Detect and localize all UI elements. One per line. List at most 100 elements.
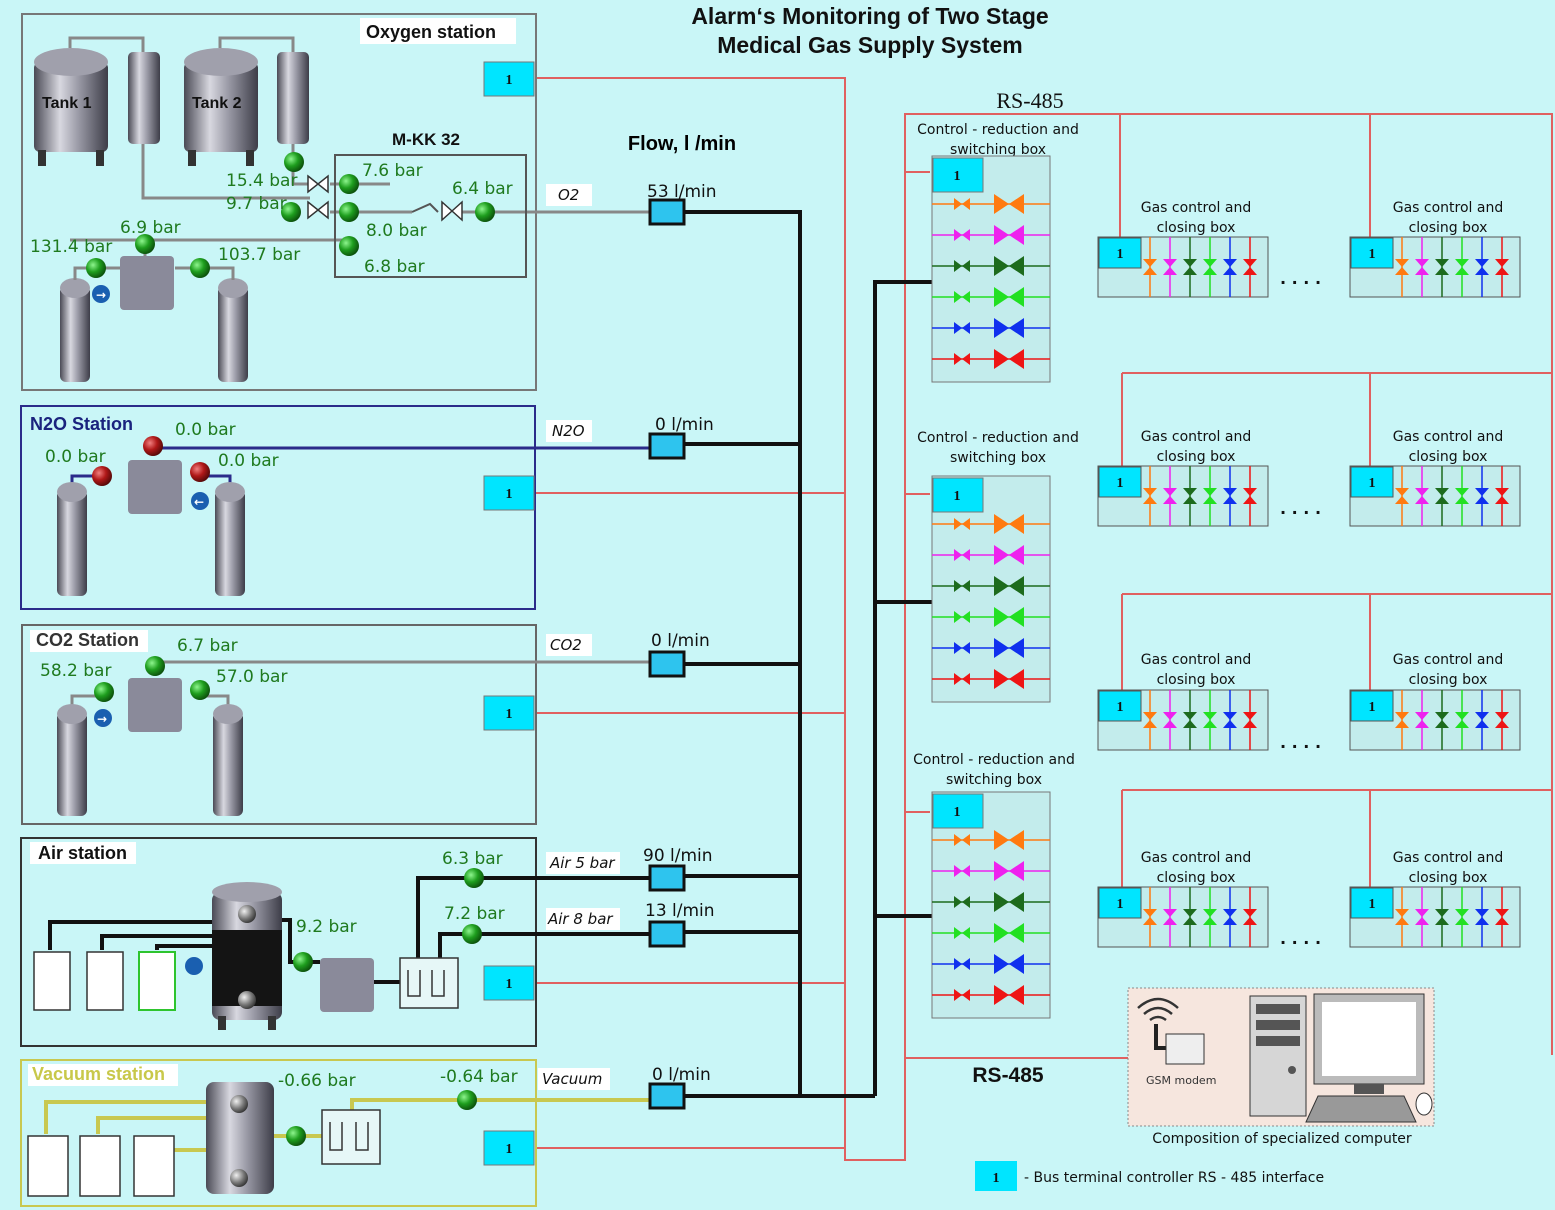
- co2-reading-top: 6.7 bar: [177, 636, 238, 656]
- co2-reading-right: 57.0 bar: [216, 667, 287, 687]
- valve-icon: [1223, 259, 1237, 275]
- regulator-icon: [320, 958, 374, 1012]
- gas-box-terminal[interactable]: [1350, 466, 1394, 498]
- tank-1: Tank 1: [34, 48, 108, 166]
- terminal-n2o[interactable]: [483, 475, 535, 511]
- valve-icon: [1455, 909, 1469, 925]
- gas-box-terminal[interactable]: [1350, 690, 1394, 722]
- svg-text:→: →: [97, 712, 107, 726]
- tank-2: Tank 2: [184, 48, 258, 166]
- gas-box-title-1: Gas control and: [1393, 429, 1504, 445]
- ellipsis: . . . .: [1280, 269, 1321, 288]
- terminal-label: 1: [1117, 247, 1124, 262]
- terminal-vacuum[interactable]: [483, 1130, 535, 1166]
- vacuum-reading-right: -0.64 bar: [440, 1067, 518, 1087]
- crs-box-frame: [931, 155, 1051, 383]
- crs-terminal[interactable]: [932, 793, 984, 829]
- wifi-icon: [1137, 997, 1179, 1022]
- valve-icon: [1475, 488, 1489, 504]
- gauge-icon: [284, 152, 304, 172]
- terminal-label: 1: [506, 977, 513, 992]
- reading-6-9: 6.9 bar: [120, 218, 181, 238]
- crs-terminal[interactable]: [932, 477, 984, 513]
- valve-icon: [1435, 488, 1449, 504]
- terminal-oxygen[interactable]: [483, 61, 535, 97]
- valve-icon: [1243, 259, 1257, 275]
- gas-box-terminal[interactable]: [1098, 887, 1142, 919]
- gas-box-terminal[interactable]: [1098, 466, 1142, 498]
- terminal-label: 1: [1117, 476, 1124, 491]
- vaporizer-1-icon: [128, 52, 160, 144]
- gas-box-terminal[interactable]: [1350, 887, 1394, 919]
- terminal-label: 1: [1117, 700, 1124, 715]
- gauge-icon: [475, 202, 495, 222]
- valve-icon: [307, 174, 329, 194]
- terminal-air[interactable]: [483, 965, 535, 1001]
- valve-icon: [1495, 259, 1509, 275]
- filter-icon: [321, 1109, 381, 1165]
- terminal-label: 1: [954, 805, 961, 820]
- gas-box-terminal[interactable]: [1098, 690, 1142, 722]
- gauge-icon: [339, 202, 359, 222]
- crs-terminal[interactable]: [932, 157, 984, 193]
- gauge-icon: [94, 682, 114, 702]
- air-reading-7-2: 7.2 bar: [444, 904, 505, 924]
- gas-box-terminal[interactable]: [1098, 237, 1142, 269]
- small-valve-icon: [954, 642, 970, 654]
- terminal-co2[interactable]: [483, 695, 535, 731]
- filter-icon: [399, 957, 459, 1009]
- valve-icon: [307, 200, 329, 220]
- monitor-icon: [1313, 993, 1425, 1094]
- switch-arrow-icon: [94, 709, 112, 727]
- reading-6-8: 6.8 bar: [364, 257, 425, 277]
- valve-icon: [1475, 909, 1489, 925]
- gauge-icon: [281, 202, 301, 222]
- flow-air8: 13 l/min: [645, 901, 715, 921]
- large-valve-icon: [994, 669, 1024, 689]
- co2-reading-left: 58.2 bar: [40, 661, 111, 681]
- large-valve-icon: [994, 514, 1024, 534]
- manifold-mkk32: [334, 154, 527, 278]
- large-valve-icon: [994, 256, 1024, 276]
- valve-icon: [1183, 909, 1197, 925]
- air-receiver-icon: [33, 951, 71, 1011]
- terminal-label: 1: [954, 489, 961, 504]
- vacuum-reading-left: -0.66 bar: [278, 1071, 356, 1091]
- gas-box-title-2: closing box: [1157, 870, 1236, 886]
- flowmeter-co2-icon: [648, 650, 686, 678]
- regulator-icon: [128, 460, 182, 514]
- air-receiver-icon: [138, 951, 176, 1011]
- gas-box-title-2: closing box: [1157, 672, 1236, 688]
- ellipsis: . . . .: [1280, 733, 1321, 752]
- gsm-modem-icon: [1165, 1033, 1205, 1065]
- valve-icon: [1243, 488, 1257, 504]
- valve-icon: [1163, 712, 1177, 728]
- valve-icon: [1203, 488, 1217, 504]
- valve-icon: [1395, 259, 1409, 275]
- valve-icon: [1415, 909, 1429, 925]
- gauge-icon: [145, 656, 165, 676]
- n2o-station: N2O Station ← 0.0 bar 0.0 bar 0.0 bar: [20, 405, 650, 610]
- valve-icon: [1243, 712, 1257, 728]
- flow-air5: 90 l/min: [643, 846, 713, 866]
- co2-cylinder-right: [213, 704, 243, 816]
- large-valve-icon: [994, 318, 1024, 338]
- valve-icon: [1143, 259, 1157, 275]
- flowmeter-o2-icon: [648, 198, 686, 226]
- reading-6-4: 6.4 bar: [452, 179, 513, 199]
- gauge-icon: [464, 868, 484, 888]
- oxygen-station-title-bg: [360, 18, 516, 44]
- terminal-label: 1: [506, 1142, 513, 1157]
- valve-icon: [1203, 712, 1217, 728]
- regulator-icon: [128, 678, 182, 732]
- small-valve-icon: [954, 896, 970, 908]
- gas-box-terminal[interactable]: [1350, 237, 1394, 269]
- small-valve-icon: [954, 989, 970, 1001]
- valve-icon: [1495, 712, 1509, 728]
- gauge-icon: [293, 952, 313, 972]
